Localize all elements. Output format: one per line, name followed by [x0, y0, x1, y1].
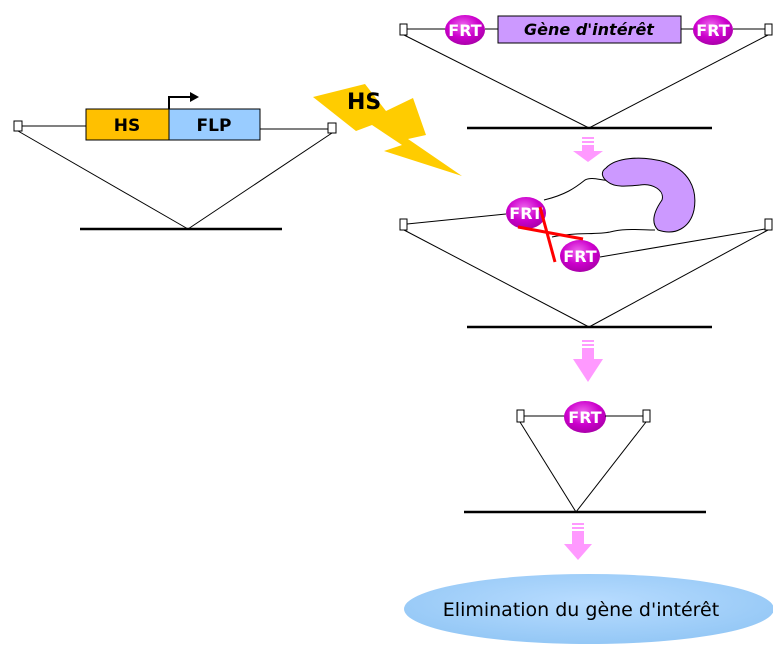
- frt-site-recomb-top: [506, 197, 546, 229]
- frt-label-remaining: FRT: [568, 408, 602, 427]
- heat-shock-label: HS: [347, 90, 381, 115]
- right-end-marker: [327, 122, 337, 134]
- top-left-end-marker: [399, 23, 408, 36]
- frt-label-right: FRT: [696, 21, 730, 40]
- insertion-line-left: [17, 130, 189, 230]
- left-end-marker: [13, 120, 23, 132]
- frt-gene-construct: FRT Gène d'intérêt FRT: [399, 15, 773, 130]
- frt-site-remaining: [564, 401, 606, 433]
- frt-label-left: FRT: [448, 21, 482, 40]
- flp-box-label: FLP: [197, 116, 232, 136]
- result-label: Elimination du gène d'intérêt: [443, 599, 719, 621]
- result-callout: Elimination du gène d'intérêt: [404, 574, 773, 644]
- excised-gene-loop: [601, 157, 696, 233]
- lightning-bolt-icon: [313, 84, 462, 176]
- hs-flp-construct: HS FLP: [13, 92, 337, 231]
- bottom-right-end-marker: [642, 409, 651, 423]
- mid-left-end-marker: [399, 218, 408, 231]
- down-arrow-icon: [564, 523, 592, 560]
- frt-label-recomb-top: FRT: [509, 204, 543, 223]
- top-right-end-marker: [764, 23, 773, 36]
- down-arrow-icon: [573, 340, 603, 382]
- frt-label-recomb-bottom: FRT: [563, 247, 597, 266]
- recombination-step: FRT FRT: [399, 157, 773, 329]
- flp-box: [168, 108, 261, 141]
- down-arrow-icon: [573, 137, 603, 162]
- insertion-line-right: [187, 132, 333, 230]
- promoter-arrow-icon: [168, 92, 199, 109]
- cross-icon: [517, 206, 584, 263]
- result-ellipse: [404, 574, 773, 644]
- frt-site-right: [693, 15, 733, 45]
- mid-right-end-marker: [764, 218, 773, 231]
- frt-site-left: [445, 15, 485, 45]
- excised-result-construct: FRT: [464, 401, 706, 514]
- bottom-left-end-marker: [516, 409, 525, 423]
- hs-box-label: HS: [114, 116, 140, 136]
- gene-of-interest-label: Gène d'intérêt: [524, 20, 655, 39]
- frt-site-recomb-bottom: [560, 240, 600, 272]
- heat-shock: HS: [313, 84, 462, 176]
